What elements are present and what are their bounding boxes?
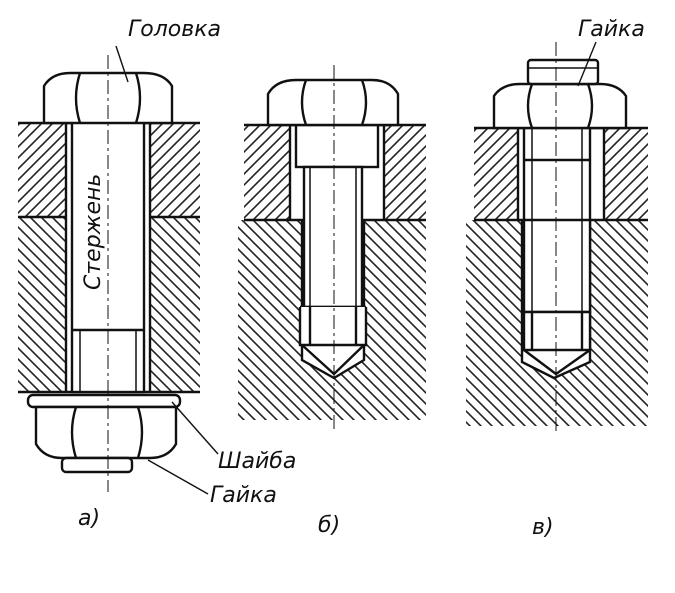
variant-a-leaders	[115, 45, 219, 495]
variant-b-lower-plate	[238, 220, 302, 420]
variant-a-lower-plate	[18, 217, 66, 392]
label-washer: Шайба	[218, 449, 296, 474]
label-nut-c: Гайка	[578, 17, 645, 42]
variant-a-nut	[34, 405, 178, 460]
variant-a-washer	[26, 393, 182, 409]
variant-c-stud	[466, 42, 648, 432]
caption-a: а)	[78, 506, 100, 531]
variant-b-screw	[238, 65, 426, 432]
variant-c-leader	[577, 41, 597, 87]
variant-a-bolt	[18, 55, 200, 492]
variant-c-nut	[492, 82, 628, 130]
caption-b: б)	[318, 513, 340, 538]
caption-c: в)	[532, 515, 554, 540]
variant-c-upper-plate	[474, 128, 518, 220]
variant-b-head	[266, 78, 400, 127]
variant-c-lower-plate	[466, 220, 522, 426]
label-head: Головка	[128, 17, 221, 42]
variant-a-upper-plate	[18, 123, 66, 217]
label-nut-a: Гайка	[210, 483, 277, 508]
variant-b-shank	[294, 123, 380, 169]
label-shank: Стержень	[81, 174, 106, 290]
variant-b-upper-plate	[244, 125, 290, 220]
